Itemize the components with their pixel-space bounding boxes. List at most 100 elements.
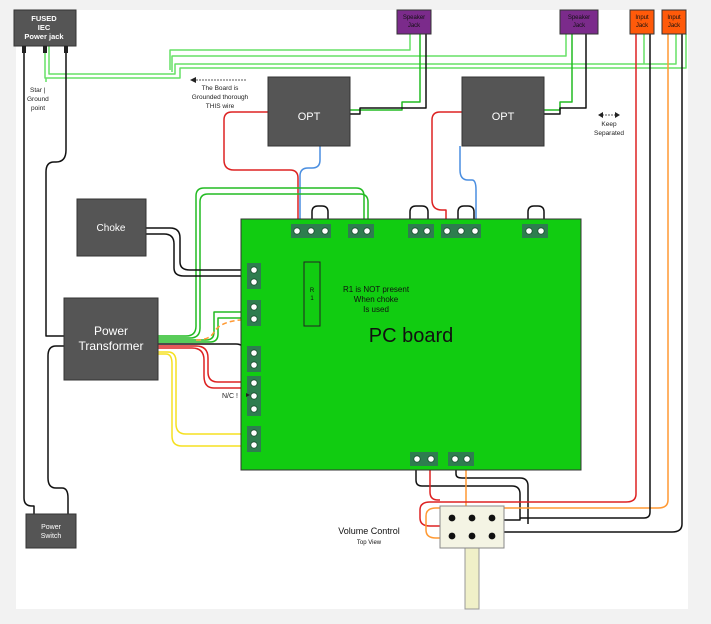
volume-lug <box>448 532 456 540</box>
wire-orange-dashed <box>195 319 252 341</box>
input-jack-1: Input Jack <box>629 9 655 35</box>
speaker-jack-1-label: Jack <box>408 23 421 29</box>
terminal-pin <box>250 392 258 400</box>
volume-lug <box>468 532 476 540</box>
star-ground-note: point <box>31 105 45 112</box>
power-jack-pin <box>64 46 68 53</box>
input-jack-1-label: Jack <box>636 23 649 29</box>
terminal-pin <box>411 227 419 235</box>
terminal-pin <box>250 405 258 413</box>
terminal-pin <box>250 349 258 357</box>
board-ground-arrowhead <box>190 77 196 83</box>
wire-speaker2-black <box>544 34 587 115</box>
wire-vol-board-red <box>429 466 440 501</box>
terminal-pin <box>463 455 471 463</box>
power-transformer: Power Transformer <box>63 297 159 381</box>
terminal-pin <box>471 227 479 235</box>
wire-ht-green-d <box>158 317 252 343</box>
power-jack: FUSED IEC Power jack <box>13 9 77 53</box>
terminal-pin <box>451 455 459 463</box>
input-jack-2: Input Jack <box>661 9 687 35</box>
r1-note: When choke <box>354 295 399 304</box>
r1-note: R1 is NOT present <box>343 285 410 294</box>
wire-transformer-red-a <box>158 345 252 383</box>
keep-separated-arrowhead <box>598 112 603 118</box>
board-ground-note: THIS wire <box>206 103 235 110</box>
opt-2-label: OPT <box>492 111 515 123</box>
nc-arrowhead <box>246 393 250 397</box>
speaker-jack-2-label: Jack <box>573 23 586 29</box>
nc-label: N/C ! <box>222 393 238 400</box>
terminal-pin <box>307 227 315 235</box>
board-ground-note: Grounded thorough <box>192 94 249 101</box>
wire-heater-yellow-a <box>158 351 252 435</box>
keep-separated-arrowhead <box>615 112 620 118</box>
power-jack-pin <box>22 46 26 53</box>
wire-speaker1-ground <box>169 34 411 70</box>
power-switch: Power Switch <box>25 513 77 549</box>
r1-note: Is used <box>363 305 389 314</box>
board-ground-note: The Board is <box>202 85 240 92</box>
terminal-pin <box>443 227 451 235</box>
volume-control-label: Volume Control <box>338 526 400 536</box>
star-ground-note: Star | <box>30 87 46 94</box>
wire-opt1-red <box>223 111 299 230</box>
terminal-pin <box>321 227 329 235</box>
terminal-pin <box>423 227 431 235</box>
terminal-pin <box>293 227 301 235</box>
terminal-pin <box>250 361 258 369</box>
opt-1-label: OPT <box>298 111 321 123</box>
wire-opt1-blue <box>299 146 321 230</box>
wire-choke-b <box>146 233 252 277</box>
speaker-jack-1-label: Speaker <box>403 15 425 21</box>
volume-lug <box>488 514 496 522</box>
wire-transformer-red-b <box>158 347 252 389</box>
opt-1: OPT <box>267 76 351 147</box>
wires <box>23 34 687 539</box>
wire-mains-black-left <box>23 46 35 514</box>
wire-vol-board-a <box>415 466 521 521</box>
wire-speaker1-black <box>350 34 427 115</box>
volume-top-view-label: Top View <box>357 540 382 546</box>
input-jack-1-label: Input <box>635 15 649 21</box>
terminal-pin <box>250 429 258 437</box>
keep-separated-note: Separated <box>594 130 624 137</box>
terminal-pins <box>250 227 545 463</box>
wire-input-black-2 <box>520 34 651 519</box>
input-jack-2-label: Input <box>667 15 681 21</box>
annotations: Star | Ground point The Board is Grounde… <box>27 77 624 400</box>
wire-opt2-blue <box>459 146 477 230</box>
terminal-pin <box>250 441 258 449</box>
resistor-label: R <box>310 288 315 294</box>
pc-board-label: PC board <box>369 325 454 347</box>
jumper-loop-1 <box>311 205 329 230</box>
wire-choke-a <box>146 227 252 271</box>
speaker-jack-2-label: Speaker <box>568 15 590 21</box>
power-switch-label-2: Switch <box>41 533 62 540</box>
wire-ht-green-a <box>158 187 365 337</box>
terminal-pin <box>250 278 258 286</box>
speaker-jack-1: Speaker Jack <box>396 9 432 35</box>
wire-input-black <box>498 34 683 533</box>
power-jack-pin <box>43 46 47 53</box>
terminal-pin <box>537 227 545 235</box>
pc-board: PC board R 1 R1 is NOT present When chok… <box>240 218 582 471</box>
power-jack-label-3: Power jack <box>24 32 64 41</box>
terminal-pin <box>250 379 258 387</box>
wire-ht-green-b <box>158 193 369 339</box>
wire-opt2-red <box>431 111 462 230</box>
speaker-jack-2: Speaker Jack <box>559 9 599 35</box>
resistor-label: 1 <box>310 296 314 302</box>
wire-input-red <box>419 34 637 527</box>
wire-ground-main <box>44 34 687 79</box>
volume-control: Volume Control Top View <box>338 505 505 610</box>
volume-lug <box>488 532 496 540</box>
wire-input-orange <box>425 34 669 539</box>
wire-heater-yellow-b <box>158 353 252 447</box>
choke: Choke <box>76 198 147 257</box>
wire-mains-switch <box>47 345 69 514</box>
power-transformer-label-1: Power <box>94 324 128 338</box>
terminal-pin <box>525 227 533 235</box>
jumper-loop-4 <box>527 205 545 230</box>
